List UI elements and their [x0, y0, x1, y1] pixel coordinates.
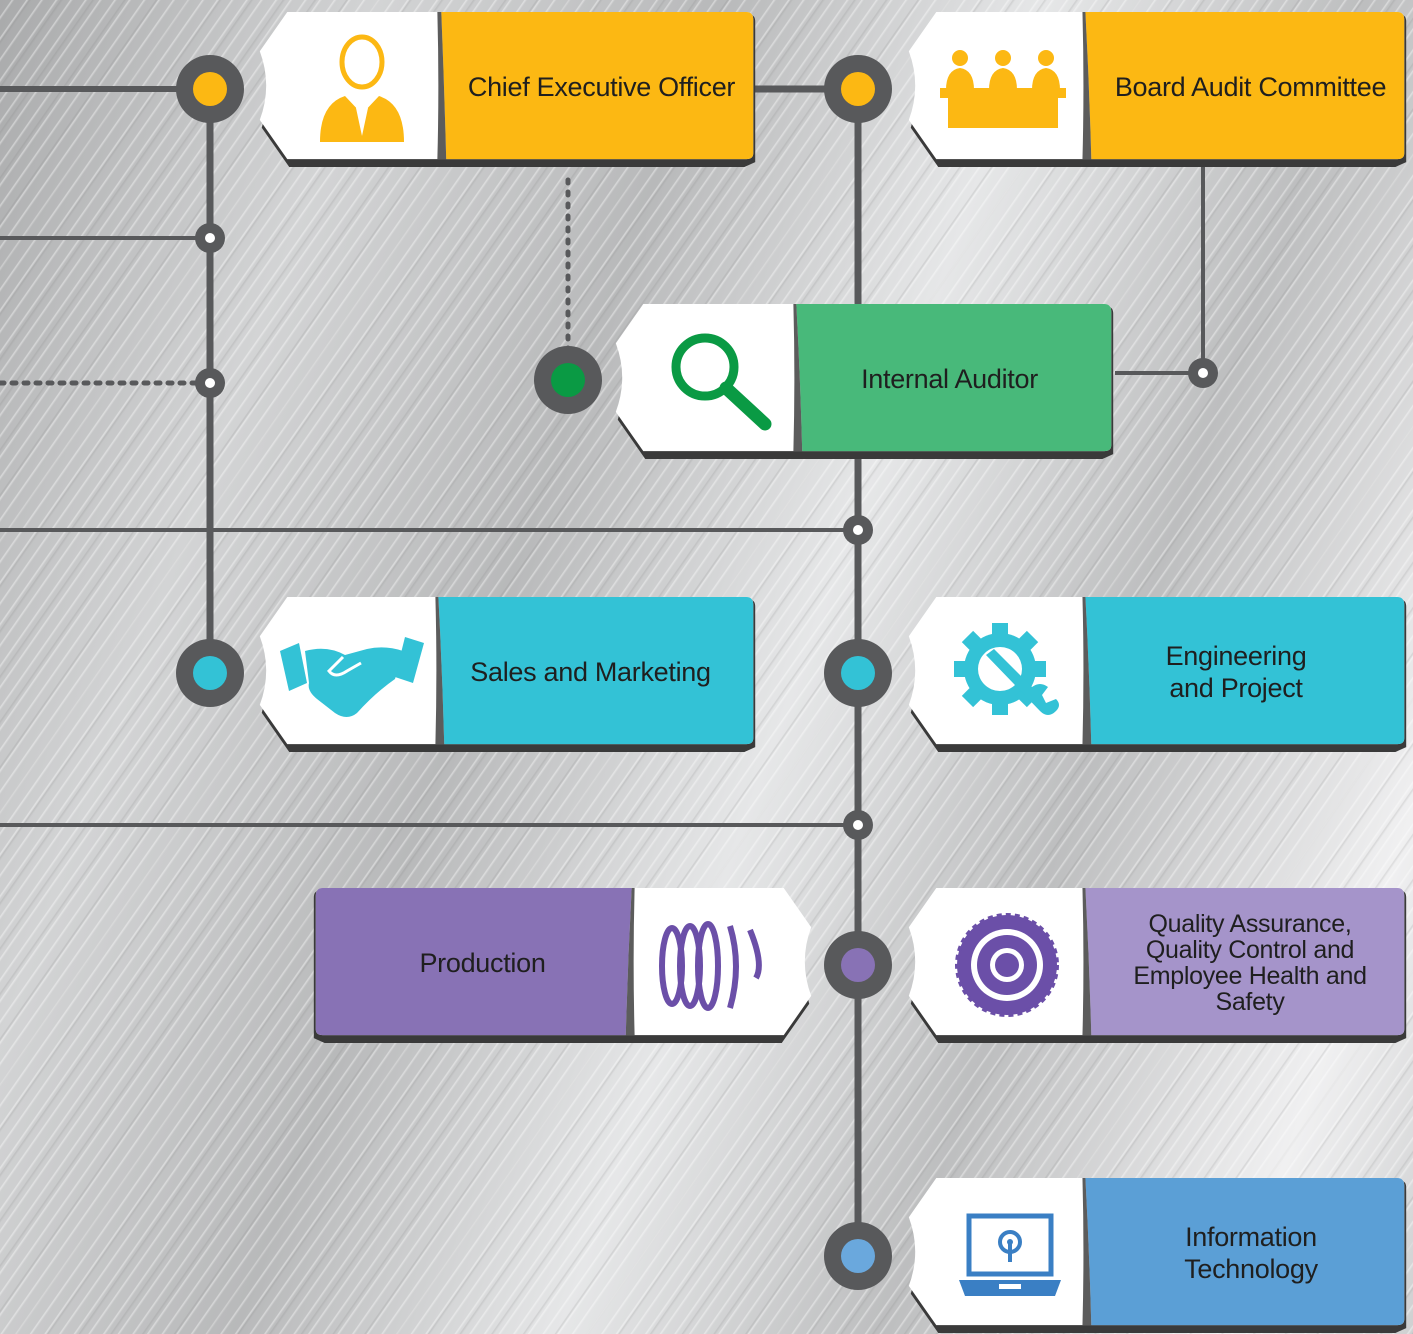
- card-production[interactable]: Production: [310, 888, 816, 1043]
- gear-wrench-icon: [954, 623, 1059, 715]
- node-dot-production: [824, 931, 892, 999]
- node-dot-it: [824, 1222, 892, 1290]
- junction-dot: [843, 810, 873, 840]
- junction-dot: [195, 368, 225, 398]
- businessman-icon: [320, 34, 404, 142]
- laptop-icon: [959, 1213, 1061, 1296]
- node-label: Production: [419, 947, 546, 978]
- card-audit-committee[interactable]: Board Audit Committee: [905, 12, 1411, 167]
- committee-meeting-icon: [940, 50, 1066, 128]
- card-ceo[interactable]: Chief Executive Officer: [255, 12, 761, 167]
- card-sales[interactable]: Sales and Marketing: [255, 597, 761, 752]
- node-dot-ceo: [176, 55, 244, 123]
- node-label: Information Technology: [1184, 1221, 1318, 1284]
- node-label: Chief Executive Officer: [467, 71, 736, 102]
- node-label: Internal Auditor: [861, 363, 1038, 394]
- node-label: Sales and Marketing: [470, 656, 711, 687]
- node-dot-engineering: [824, 639, 892, 707]
- node-dot-internal-auditor: [534, 346, 602, 414]
- card-it[interactable]: Information Technology: [905, 1178, 1411, 1333]
- node-label: Board Audit Committee: [1114, 71, 1387, 102]
- junction-dots: [195, 223, 1218, 840]
- cog-icon: [955, 913, 1059, 1017]
- card-quality[interactable]: Quality Assurance, Quality Control and E…: [905, 888, 1411, 1043]
- junction-dot: [195, 223, 225, 253]
- magnifier-icon: [671, 333, 772, 431]
- node-dot-audit-committee: [824, 55, 892, 123]
- node-dot-sales: [176, 639, 244, 707]
- handshake-icon: [280, 637, 424, 717]
- node-dots: [176, 55, 892, 1290]
- junction-dot: [843, 515, 873, 545]
- junction-dot: [1188, 358, 1218, 388]
- node-label: Quality Assurance, Quality Control and E…: [1133, 909, 1367, 1017]
- card-internal-auditor[interactable]: Internal Auditor: [612, 304, 1118, 459]
- node-label: Engineering and Project: [1165, 640, 1307, 703]
- card-engineering[interactable]: Engineering and Project: [905, 597, 1411, 752]
- coil-icon: [659, 921, 762, 1011]
